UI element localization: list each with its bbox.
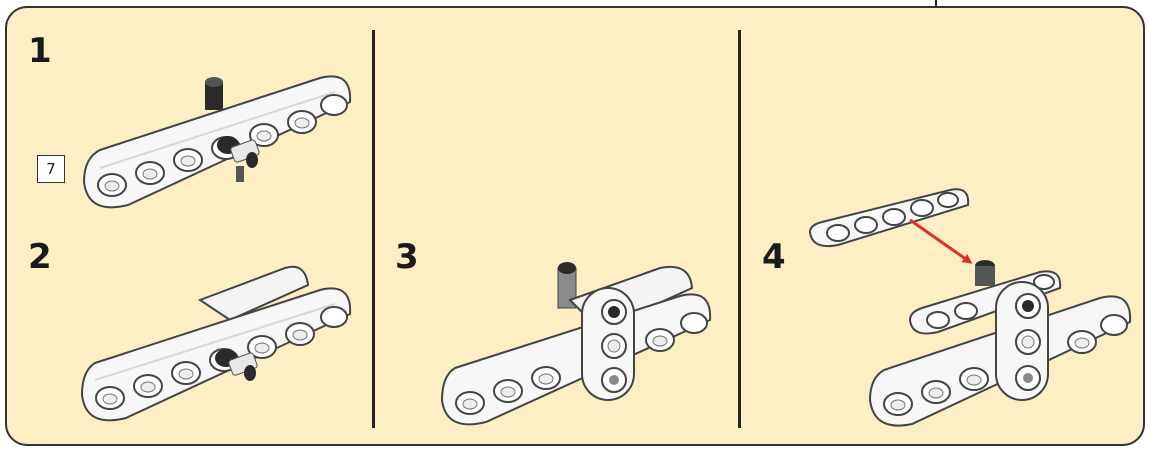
step3-assembly: [442, 262, 710, 424]
direction-arrow-icon: [910, 220, 970, 262]
lego-beam-icon: [442, 294, 710, 424]
pin-axle-icon: [205, 77, 223, 110]
step4-assembly: [810, 189, 1130, 425]
pin-axle-icon: [975, 260, 995, 286]
lego-beam-icon: [996, 282, 1048, 400]
step1-assembly: [84, 76, 350, 207]
lego-beam-icon: [582, 288, 634, 400]
lego-beam-icon: [810, 189, 968, 246]
step2-assembly: [82, 267, 350, 421]
